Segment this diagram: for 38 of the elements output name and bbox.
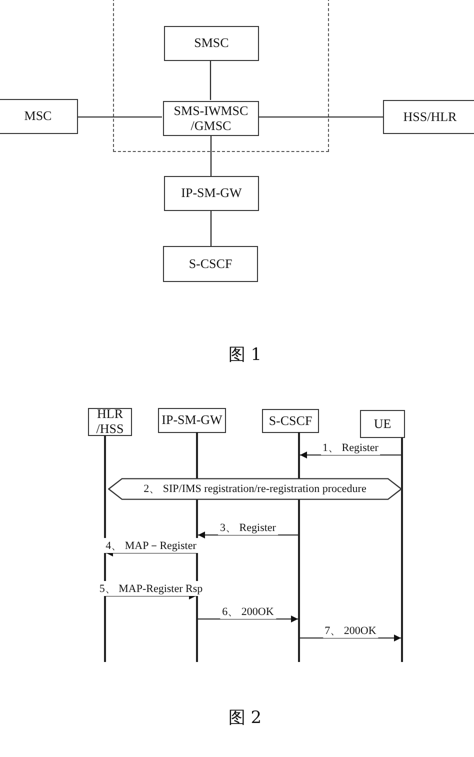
network-element-box xyxy=(163,101,259,136)
participant-box xyxy=(360,410,405,438)
participant-box xyxy=(88,408,132,436)
message-arrow xyxy=(300,634,401,642)
connector-line xyxy=(210,135,212,176)
network-element-box xyxy=(164,176,259,211)
node-label: 2、 SIP/IMS registration/re-registration procedure xyxy=(144,482,366,496)
edge-label: 5、 MAP-Register Rsp xyxy=(97,581,205,596)
connector-line xyxy=(78,116,162,118)
dashed-group-box xyxy=(113,0,329,152)
node-label: S-CSCF xyxy=(188,256,232,272)
message-arrow xyxy=(198,532,298,538)
node-label: UE xyxy=(374,416,392,432)
connector-line xyxy=(210,60,212,100)
node-label: S-CSCF xyxy=(268,414,312,428)
lifeline xyxy=(401,438,403,662)
network-element-box xyxy=(163,246,258,282)
network-element-box xyxy=(164,26,259,61)
figure-caption: 图 1 xyxy=(228,344,262,366)
participant-box xyxy=(262,409,319,433)
connector-line xyxy=(210,211,212,246)
network-element-box xyxy=(0,99,78,134)
node-label: HSS/HLR xyxy=(403,110,457,124)
node-label: IP-SM-GW xyxy=(181,186,242,201)
message-arrow xyxy=(198,616,298,622)
node-label: MSC xyxy=(24,109,52,124)
network-element-box xyxy=(383,100,474,134)
node-label: IP-SM-GW xyxy=(162,413,222,428)
message-arrow xyxy=(300,452,401,458)
procedure-band xyxy=(108,478,402,500)
node-label: SMS-IWMSC /GMSC xyxy=(172,104,250,134)
participant-box xyxy=(158,408,226,433)
node-label: SMSC xyxy=(194,36,229,51)
node-label: HLR /HSS xyxy=(95,407,125,437)
edge-label: 4、 MAP－Register xyxy=(104,538,198,553)
lifeline xyxy=(298,432,300,662)
connector-line xyxy=(258,116,383,118)
figure-caption: 图 2 xyxy=(228,707,262,729)
